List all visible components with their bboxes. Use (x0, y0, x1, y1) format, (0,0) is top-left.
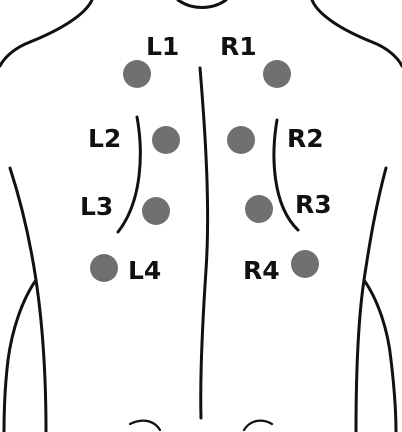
point-label-l1: L1 (146, 32, 179, 61)
left-shoulder-outline (0, 0, 94, 68)
left-arm-inner (2, 278, 38, 432)
point-marker-r3 (245, 195, 273, 223)
left-scapula-curve (116, 115, 142, 234)
point-label-r1: R1 (220, 32, 257, 61)
spine-line (198, 66, 210, 420)
point-label-l3: L3 (80, 192, 113, 221)
lower-back-mark-left (128, 419, 162, 432)
right-scapula-curve (272, 118, 300, 232)
point-marker-r4 (291, 250, 319, 278)
right-arm-inner (362, 278, 398, 432)
point-marker-l1 (123, 60, 151, 88)
point-label-r2: R2 (287, 124, 324, 153)
point-label-l2: L2 (88, 124, 121, 153)
point-label-r4: R4 (243, 256, 280, 285)
lower-back-mark-right (242, 419, 274, 432)
point-marker-r2 (227, 126, 255, 154)
left-torso-side (8, 166, 48, 432)
point-marker-l4 (90, 254, 118, 282)
right-shoulder-outline (310, 0, 402, 68)
point-marker-l3 (142, 197, 170, 225)
point-marker-r1 (263, 60, 291, 88)
point-label-r3: R3 (295, 190, 332, 219)
right-torso-side (354, 166, 388, 432)
point-label-l4: L4 (128, 256, 161, 285)
neck-line (176, 0, 228, 9)
point-marker-l2 (152, 126, 180, 154)
